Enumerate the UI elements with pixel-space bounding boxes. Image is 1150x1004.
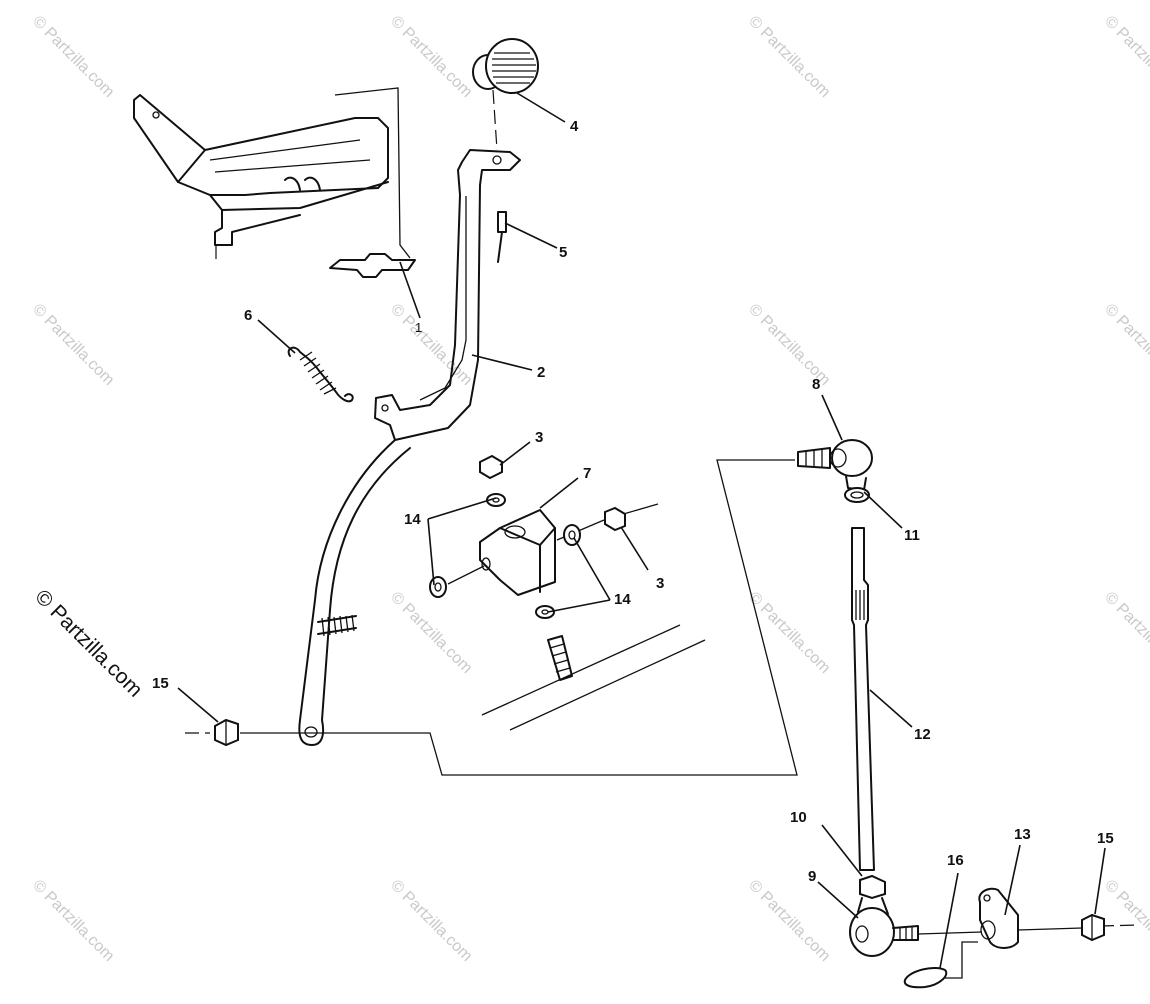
callout-5: 5 xyxy=(559,244,567,261)
brake-arm xyxy=(917,887,1141,949)
nut xyxy=(479,454,503,480)
watermark: © Partzilla.com xyxy=(387,589,475,677)
frame-edge xyxy=(481,624,706,731)
washer xyxy=(429,576,447,598)
callout-16: 16 xyxy=(947,852,964,869)
callout-15-right: 15 xyxy=(1097,830,1114,847)
watermark: © Partzilla.com xyxy=(29,301,117,389)
callout-13: 13 xyxy=(1014,826,1031,843)
lower-rod-end xyxy=(849,874,919,957)
assembly-lines xyxy=(185,459,798,776)
callout-11: 11 xyxy=(904,527,920,544)
threaded-stud xyxy=(547,635,573,681)
leader-lines xyxy=(177,92,1106,969)
watermark: © Partzilla.com xyxy=(387,877,475,965)
callout-15-left: 15 xyxy=(152,675,169,692)
callout-8: 8 xyxy=(812,376,820,393)
callout-1: 1 xyxy=(415,320,422,335)
upper-rod-end xyxy=(797,439,873,503)
callout-6: 6 xyxy=(244,307,252,324)
callout-labels: 1 2 3 3 4 5 6 7 8 9 10 11 12 13 14 14 15… xyxy=(152,118,1114,885)
footrest-bracket xyxy=(133,94,389,262)
callout-7: 7 xyxy=(583,465,591,482)
watermark: © Partzilla.com xyxy=(1101,589,1150,677)
pivot-bracket xyxy=(447,503,659,596)
watermark: © Partzilla.com xyxy=(745,877,833,965)
brake-pedal-lever xyxy=(298,149,521,746)
lock-nut xyxy=(1081,913,1105,942)
watermark: © Partzilla.com xyxy=(745,13,833,101)
callout-14-left: 14 xyxy=(404,511,421,528)
callout-3-lower: 3 xyxy=(656,575,664,592)
watermark: © Partzilla.com xyxy=(29,13,117,101)
watermark: © Partzilla.com xyxy=(387,301,475,389)
watermark-grid: © Partzilla.com © Partzilla.com © Partzi… xyxy=(29,13,1150,965)
cotter-pin xyxy=(903,941,978,989)
watermark: © Partzilla.com xyxy=(387,13,475,101)
partzilla-watermark: © Partzilla.com xyxy=(30,585,146,701)
watermark: © Partzilla.com xyxy=(29,877,117,965)
callout-10: 10 xyxy=(790,809,807,826)
return-spring xyxy=(287,346,354,403)
callout-9: 9 xyxy=(808,868,816,885)
washer xyxy=(563,524,581,546)
nut xyxy=(604,506,626,532)
callout-2: 2 xyxy=(537,364,545,381)
footrest-pad xyxy=(329,87,421,319)
callout-14-right: 14 xyxy=(614,591,631,608)
callout-3-upper: 3 xyxy=(535,429,543,446)
watermark: © Partzilla.com xyxy=(1101,877,1150,965)
brake-rod xyxy=(851,527,875,871)
lock-nut xyxy=(214,718,239,747)
watermark: © Partzilla.com xyxy=(745,589,833,677)
callout-12: 12 xyxy=(914,726,931,743)
brake-pedal-pad xyxy=(472,38,539,151)
watermark: © Partzilla.com xyxy=(1101,13,1150,101)
clevis-pin xyxy=(497,211,507,263)
callout-4: 4 xyxy=(570,118,579,135)
watermark: © Partzilla.com xyxy=(1101,301,1150,389)
